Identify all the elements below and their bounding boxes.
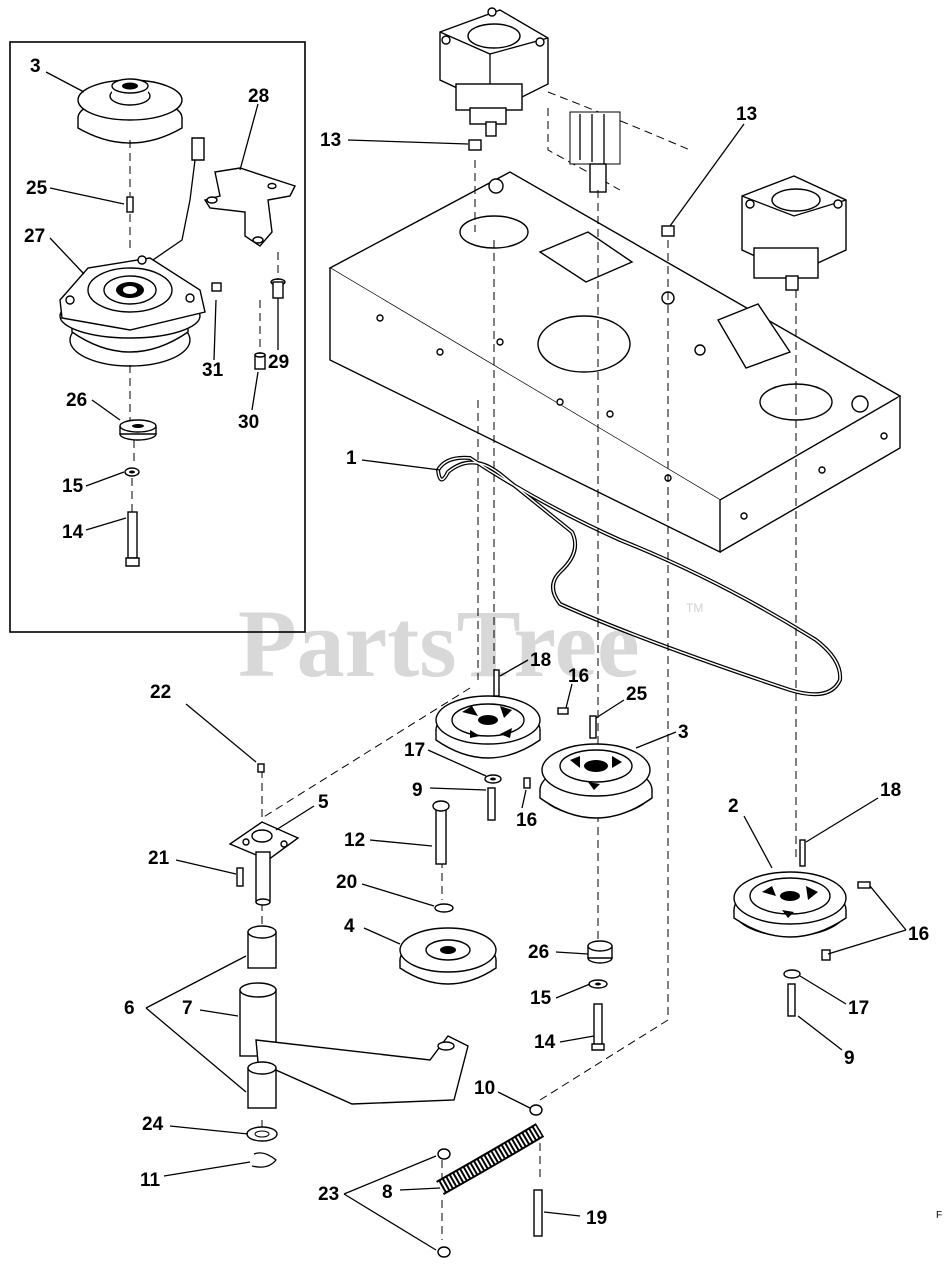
callout-13-left: 13 [320, 130, 341, 151]
callout-26-inset: 26 [66, 390, 87, 411]
bolt-9-left [487, 787, 496, 821]
callout-29: 29 [268, 352, 289, 373]
inset-bracket [149, 137, 296, 263]
inset-pin [126, 196, 134, 213]
callout-21: 21 [148, 848, 170, 869]
callout-25: 25 [626, 684, 648, 705]
callout-16-right: 16 [908, 924, 929, 945]
callout-17-right: 17 [848, 998, 869, 1019]
callout-1: 1 [346, 448, 357, 469]
callout-13-right: 13 [736, 104, 757, 125]
callout-31: 31 [202, 360, 224, 381]
belt-guard-outline [547, 91, 691, 151]
callout-12: 12 [344, 830, 365, 851]
callout-4: 4 [344, 916, 355, 937]
callout-23: 23 [318, 1184, 339, 1205]
callout-6: 6 [124, 998, 135, 1019]
callout-8: 8 [382, 1182, 393, 1203]
leader-lines [45, 71, 907, 1251]
washer-20 [434, 903, 454, 913]
callout-15: 15 [530, 988, 552, 1009]
callout-7: 7 [182, 998, 193, 1019]
nut-13-right [661, 225, 675, 237]
idler-bracket [228, 763, 300, 906]
callout-3: 3 [678, 722, 689, 743]
assembly-lines [261, 160, 797, 1240]
callout-labels: 3 28 25 27 31 29 30 26 15 14 13 13 1 18 … [24, 56, 929, 1229]
callout-16-b: 16 [516, 810, 537, 831]
mower-deck [328, 171, 902, 554]
idler-pulley [399, 927, 497, 985]
tension-spring [436, 1104, 545, 1258]
callout-19: 19 [586, 1208, 607, 1229]
callout-18-right: 18 [880, 780, 901, 801]
idler-arm [239, 925, 469, 1168]
callout-11: 11 [140, 1170, 161, 1191]
gearbox-left [439, 7, 549, 137]
watermark-tm: TM [686, 601, 703, 615]
gearbox-right [741, 175, 847, 291]
spindle-block [569, 111, 621, 165]
inset-stack [119, 419, 157, 567]
callout-25-inset: 25 [26, 178, 48, 199]
callout-22: 22 [150, 682, 171, 703]
center-stack [587, 940, 613, 1051]
callout-9-left: 9 [412, 780, 423, 801]
inset-hardware [211, 278, 286, 370]
callout-3-inset: 3 [30, 56, 41, 77]
callout-18-left: 18 [530, 650, 551, 671]
callout-28: 28 [248, 86, 269, 107]
corner-mark: F [936, 1210, 942, 1221]
inset-pulley [77, 78, 183, 144]
callout-14-inset: 14 [62, 522, 84, 543]
callout-10: 10 [474, 1078, 495, 1099]
center-pulley [539, 715, 653, 819]
callout-5: 5 [318, 792, 329, 813]
callout-30: 30 [238, 412, 259, 433]
inset-clutch [59, 255, 206, 367]
spindle-pulley-right [733, 839, 871, 1017]
callout-24: 24 [142, 1114, 164, 1135]
callout-17-left: 17 [404, 740, 425, 761]
spindle-pulley-left [435, 669, 569, 789]
callout-14: 14 [534, 1032, 556, 1053]
callout-27: 27 [24, 226, 45, 247]
callout-2: 2 [728, 796, 739, 817]
callout-26: 26 [528, 942, 549, 963]
callout-9-right: 9 [844, 1048, 855, 1069]
nut-13-left [468, 139, 482, 151]
clutch-inset [9, 41, 306, 633]
callout-20: 20 [336, 872, 357, 893]
callout-16-a: 16 [568, 666, 589, 687]
inset-frame [9, 41, 306, 633]
callout-15-inset: 15 [62, 476, 84, 497]
